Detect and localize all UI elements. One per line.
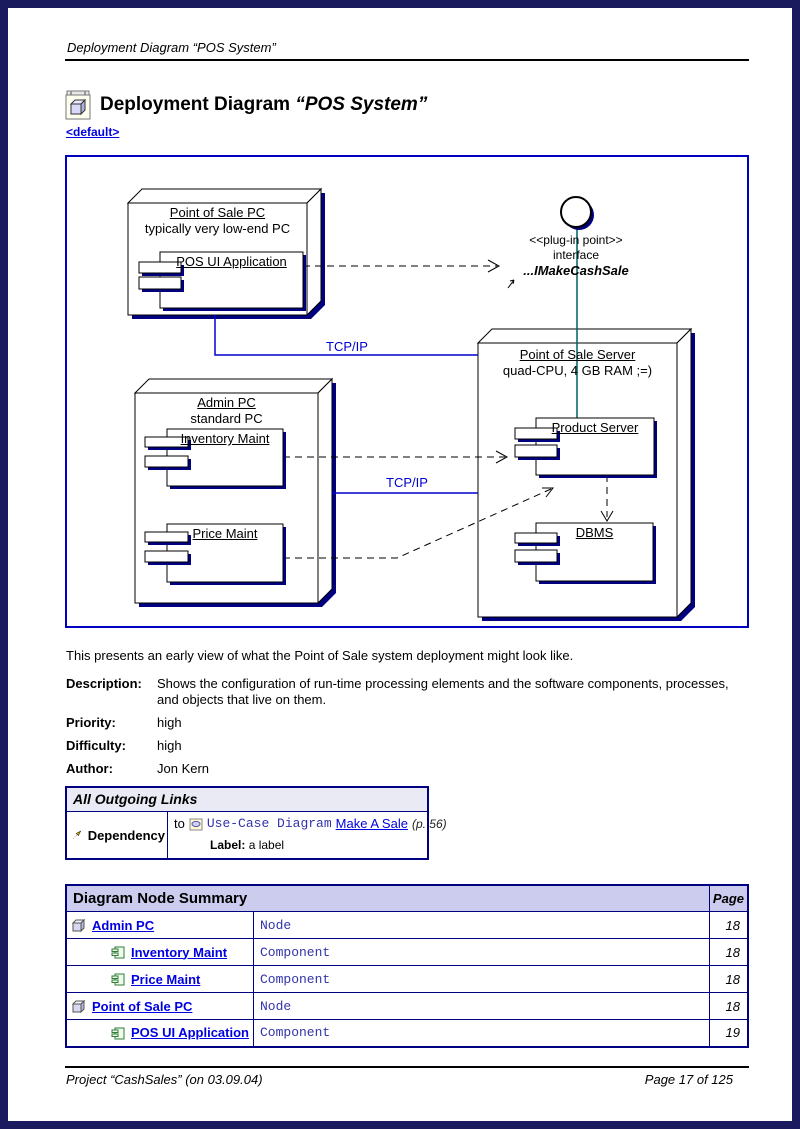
page-title-emphasis: “POS System” <box>295 94 428 115</box>
inventory-maint-component-shape <box>144 428 286 489</box>
admin-pc-subtitle: standard PC <box>190 411 263 426</box>
intro-text: This presents an early view of what the … <box>66 648 574 663</box>
dependency-target-cell: to Use-Case Diagram Make A Sale (p. 56) … <box>168 812 451 858</box>
dependency-arrow-inventory-to-productserver <box>283 450 509 464</box>
product-server-component-shape <box>514 417 657 478</box>
point-of-sale-pc-link[interactable]: Point of Sale PC <box>92 998 193 1014</box>
node-summary-header-row: Diagram Node Summary Page <box>65 884 749 912</box>
interface-pointer-glyph <box>507 279 515 289</box>
admin-pc-link[interactable]: Admin PC <box>92 917 155 933</box>
admin-pc-title: Admin PC <box>197 395 256 410</box>
dbms-component-shape <box>514 522 656 584</box>
pos-pc-subtitle: typically very low-end PC <box>144 221 291 236</box>
pos-server-title: Point of Sale Server <box>519 347 636 362</box>
dependency-arrow-posui-to-interface <box>303 259 501 273</box>
tcpip-label-1: TCP/IP <box>326 339 368 354</box>
difficulty-label: Difficulty: <box>66 738 126 753</box>
row-page: 18 <box>708 992 749 1020</box>
page-column-header: Page <box>708 884 749 912</box>
inventory-maint-link[interactable]: Inventory Maint <box>131 944 228 960</box>
component-icon <box>111 946 125 959</box>
footer-project: Project “CashSales” (on 03.09.04) <box>66 1072 263 1087</box>
page-title: Deployment Diagram “POS System” <box>100 94 427 116</box>
priority-value: high <box>157 715 182 730</box>
pos-ui-app-label: POS UI Application <box>176 254 287 269</box>
running-header: Deployment Diagram “POS System” <box>67 40 276 55</box>
use-case-diagram-icon <box>189 818 203 830</box>
page-title-text: Deployment Diagram <box>100 94 291 115</box>
label-caption: Label: <box>210 838 246 852</box>
target-page-ref: (p. 56) <box>411 816 447 831</box>
deployment-diagram-icon <box>65 90 91 120</box>
row-page: 19 <box>708 1019 749 1047</box>
row-type: Component <box>252 965 710 993</box>
diagram-shapes <box>126 187 695 621</box>
default-link[interactable]: <default> <box>66 125 120 139</box>
row-page: 18 <box>708 938 749 966</box>
footer-page-number: Page 17 of 125 <box>644 1072 733 1087</box>
dependency-arrow-price-to-productserver <box>283 487 555 559</box>
table-row: POS UI Application Component 19 <box>65 1019 749 1047</box>
outgoing-links-header: All Outgoing Links <box>67 788 427 812</box>
node-summary-table: Diagram Node Summary Page Admin PC Node … <box>65 884 749 1048</box>
price-maint-link[interactable]: Price Maint <box>131 971 201 987</box>
dependency-arrow-productserver-to-dbms <box>600 475 614 522</box>
table-row: Inventory Maint Component 18 <box>65 938 749 966</box>
node-summary-title: Diagram Node Summary <box>65 884 710 912</box>
dependency-cell: Dependency <box>67 812 168 858</box>
plug-in-point-interface-circle <box>560 196 594 230</box>
interface-stereotype: <<plug-in point>> <box>529 233 623 247</box>
node-icon <box>71 918 86 932</box>
description-label: Description: <box>66 676 142 691</box>
target-kind: Use-Case Diagram <box>206 816 332 831</box>
dependency-label: Dependency <box>87 827 165 843</box>
author-label: Author: <box>66 761 113 776</box>
component-icon <box>111 1027 125 1040</box>
table-row: Point of Sale PC Node 18 <box>65 992 749 1020</box>
difficulty-value: high <box>157 738 182 753</box>
row-type: Component <box>252 938 710 966</box>
node-icon <box>71 999 86 1013</box>
tcpip-connector-1 <box>214 315 478 356</box>
price-maint-component-shape <box>144 523 286 585</box>
pos-server-subtitle: quad-CPU, 4 GB RAM ;=) <box>502 363 653 378</box>
footer-rule <box>65 1066 749 1068</box>
label-value: a label <box>248 838 285 852</box>
row-page: 18 <box>708 911 749 939</box>
description-value: Shows the configuration of run-time proc… <box>157 676 729 707</box>
tcpip-label-2: TCP/IP <box>386 475 428 490</box>
header-rule <box>65 59 749 61</box>
properties-block: Description: Shows the configuration of … <box>66 676 750 777</box>
dbms-label: DBMS <box>575 525 614 540</box>
row-page: 18 <box>708 965 749 993</box>
row-type: Node <box>252 992 710 1020</box>
product-server-label: Product Server <box>551 420 639 435</box>
inventory-maint-label: Inventory Maint <box>180 431 270 446</box>
dependency-icon <box>72 830 82 839</box>
row-type: Component <box>252 1019 710 1047</box>
make-a-sale-link[interactable]: Make A Sale <box>335 816 408 831</box>
table-row: Admin PC Node 18 <box>65 911 749 939</box>
component-icon <box>111 973 125 986</box>
author-value: Jon Kern <box>157 761 210 776</box>
to-text: to <box>174 816 185 831</box>
interface-kind: interface <box>552 248 600 262</box>
row-type: Node <box>252 911 710 939</box>
priority-label: Priority: <box>66 715 116 730</box>
deployment-diagram-canvas: Point of Sale PC typically very low-end … <box>65 155 749 628</box>
pos-ui-application-link[interactable]: POS UI Application <box>131 1025 249 1041</box>
pos-pc-title: Point of Sale PC <box>169 205 266 220</box>
interface-name: ...IMakeCashSale <box>523 263 629 278</box>
table-row: Price Maint Component 18 <box>65 965 749 993</box>
pos-ui-app-component-shape <box>138 251 306 311</box>
outgoing-links-table: All Outgoing Links Dependency to Use-Cas… <box>65 786 447 860</box>
price-maint-label: Price Maint <box>192 526 258 541</box>
page-title-row: Deployment Diagram “POS System” <box>65 90 427 120</box>
